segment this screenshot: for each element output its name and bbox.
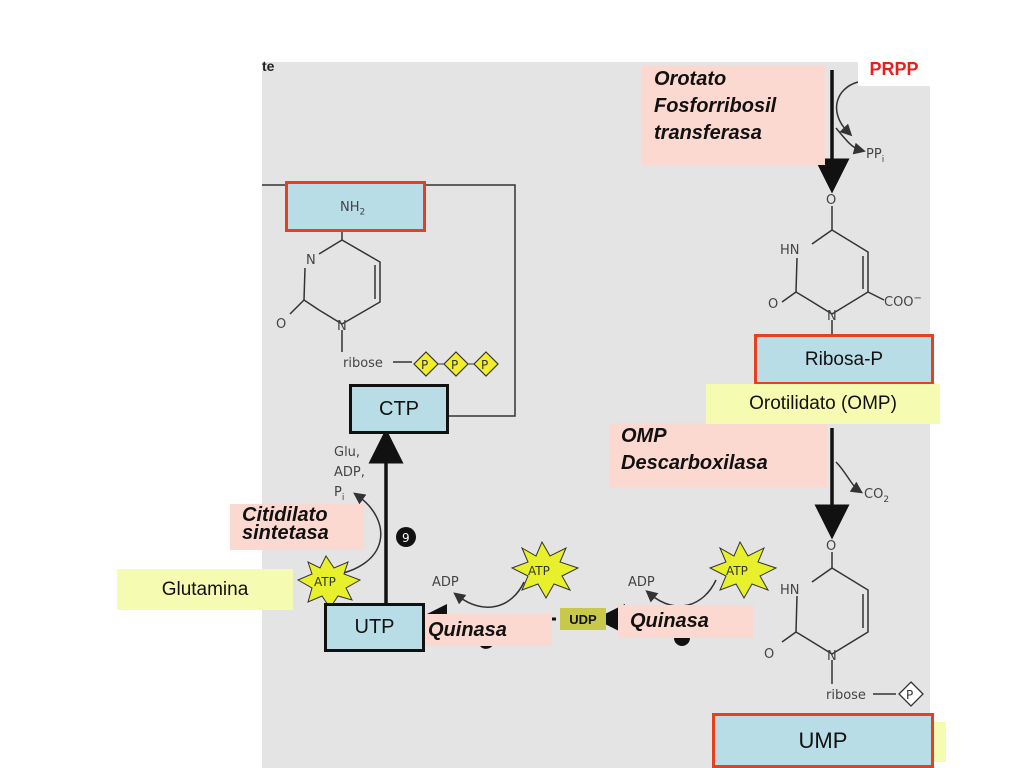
ring-o-left: O (276, 317, 286, 332)
omp-line2: Descarboxilasa (621, 452, 768, 474)
uracil-o-left: O (764, 647, 774, 662)
uracil-o-top: O (826, 539, 836, 554)
ump-box: UMP (712, 713, 934, 768)
omp-label: Orotilidato (OMP) (706, 384, 940, 424)
ctp-text: CTP (379, 397, 419, 420)
atp-star-right (708, 540, 778, 600)
omp-text: Orotilidato (OMP) (749, 393, 897, 414)
coo-text: COO− (884, 293, 922, 310)
utp-box: UTP (324, 603, 425, 652)
citidilato-line1: Citidilato (242, 504, 328, 526)
glutamina-label: Glutamina (117, 569, 293, 610)
pi-text: Pi (334, 485, 344, 503)
utp-text: UTP (354, 616, 395, 638)
phosphate-label-ump: P (906, 688, 913, 702)
orotato-line3: transferasa (654, 122, 762, 144)
step-9-text: 9 (402, 531, 410, 545)
quinasa-left-text: Quinasa (428, 618, 507, 641)
enzyme-quinasa-left: Quinasa (424, 614, 552, 646)
cytosine-structure (289, 225, 412, 363)
orotate-o-top: O (826, 193, 836, 208)
udp-text: UDP (569, 611, 597, 627)
ppi-text: PPi (866, 147, 884, 165)
citidilato-line2: sintetasa (242, 522, 329, 544)
ribose-text-ump: ribose (826, 688, 866, 703)
adp-text-right: ADP (628, 575, 655, 590)
enzyme-quinasa-right: Quinasa (618, 605, 754, 638)
corner-text: te (262, 58, 275, 74)
orotato-line2: Fosforribosil (654, 95, 777, 117)
orotate-o-left: O (768, 297, 778, 312)
ctp-box: CTP (349, 384, 449, 434)
phosphate-label-1: P (421, 358, 428, 372)
ribose-text-ctp: ribose (343, 356, 383, 371)
prpp-text: PRPP (869, 58, 919, 79)
phosphate-diamond-ump (898, 681, 924, 707)
ribosa-p-box: Ribosa-P (754, 334, 934, 385)
curve-citidilato (329, 492, 382, 577)
ring-n-bottom: N (337, 319, 347, 334)
glutamina-text: Glutamina (161, 578, 249, 600)
enzyme-omp-descarboxilasa: OMP Descarboxilasa (609, 423, 827, 487)
nh2-highlight-text: NH2 (340, 200, 366, 218)
uracil-hn: HN (780, 583, 800, 598)
curve-pp-out (835, 127, 866, 155)
nh2-highlight-box (285, 181, 426, 232)
orotato-line1: Orotato (654, 68, 727, 90)
ump-text: UMP (798, 727, 848, 753)
ribosa-p-text: Ribosa-P (804, 348, 884, 370)
uracil-structure (781, 552, 896, 695)
curve-adp-right (645, 579, 717, 607)
omp-line1: OMP (621, 425, 667, 447)
uracil-n: N (827, 649, 837, 664)
phosphate-label-2: P (451, 358, 458, 372)
orotate-hn: HN (780, 243, 800, 258)
orotate-n: N (827, 309, 837, 324)
co2-text: CO2 (864, 487, 889, 505)
curve-adp-left (453, 581, 525, 608)
adp-comma-text: ADP, (334, 465, 365, 480)
adp-text-left: ADP (432, 575, 459, 590)
atp-text-right: ATP (726, 564, 748, 578)
step-9-circle (396, 527, 416, 547)
atp-text-left: ATP (314, 575, 336, 589)
phosphate-diamonds-ctp (413, 351, 499, 377)
atp-star-middle (510, 540, 580, 600)
curve-prpp-in (835, 81, 859, 137)
curve-co2-out (835, 461, 863, 494)
enzyme-orotato-fosforribosil-transferasa: Orotato Fosforribosil transferasa (642, 66, 825, 165)
orotate-structure (781, 206, 885, 338)
glu-text: Glu, (334, 445, 360, 460)
phosphate-label-3: P (481, 358, 488, 372)
udp-badge: UDP (560, 608, 606, 630)
ring-n-top: N (306, 253, 316, 268)
prpp-label: PRPP (858, 52, 930, 86)
quinasa-right-text: Quinasa (630, 610, 709, 632)
atp-text-middle: ATP (528, 564, 550, 578)
enzyme-citidilato-sintetasa: Citidilato sintetasa (230, 504, 364, 550)
